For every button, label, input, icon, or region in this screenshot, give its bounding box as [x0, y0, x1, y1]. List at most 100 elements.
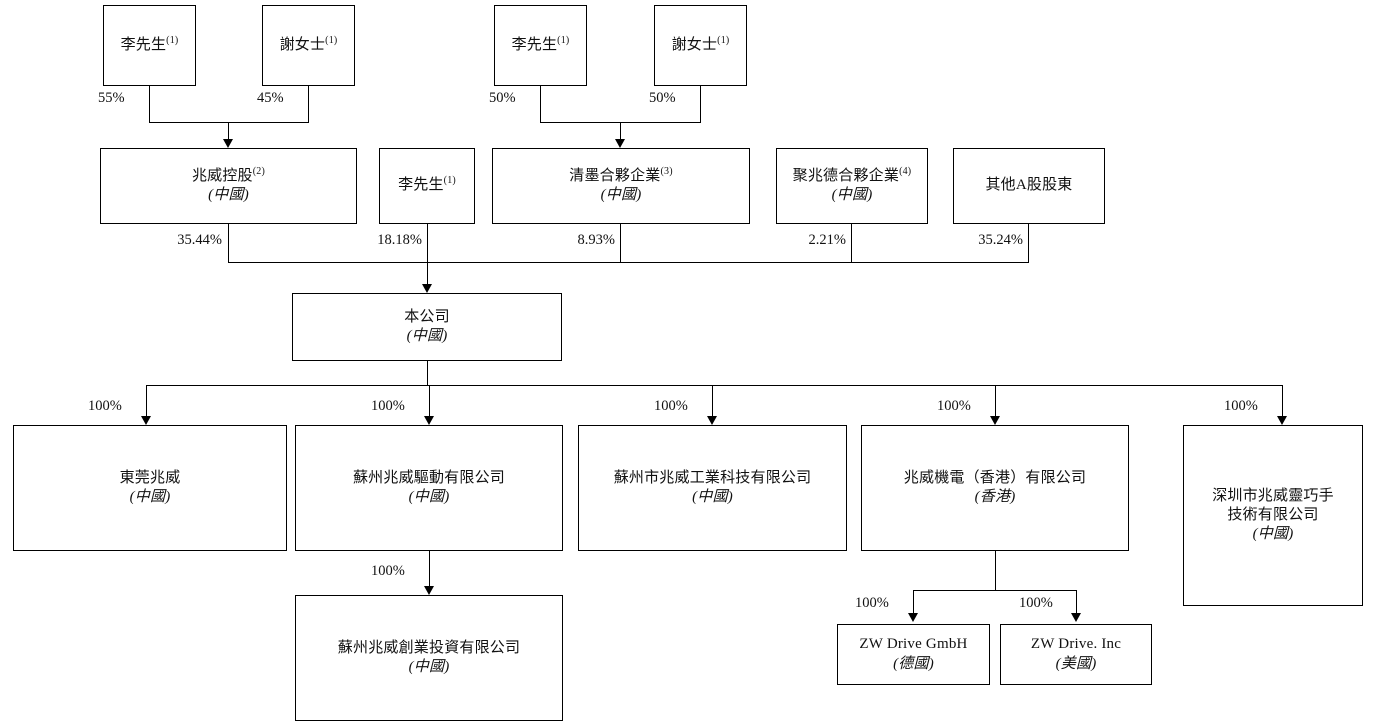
box-subsidiary-zw-drive-gmbh: ZW Drive GmbH (德國): [837, 624, 990, 685]
entity-name: 謝女士(1): [671, 34, 730, 53]
entity-name: 蘇州兆威創業投資有限公司: [337, 639, 521, 656]
entity-jurisdiction: (中國): [408, 659, 450, 675]
arrow-head: [141, 416, 151, 425]
entity-name: 其他A股股東: [985, 177, 1073, 194]
pct-label-zw-drive-gmbh: 100%: [855, 595, 889, 611]
box-subsidiary-zhaowei-hk: 兆威機電（香港）有限公司 (香港): [861, 425, 1129, 551]
box-subsidiary-suzhou-industrial-tech: 蘇州市兆威工業科技有限公司 (中國): [578, 425, 847, 551]
connector-bus: [913, 590, 1077, 591]
entity-jurisdiction: (中國): [208, 187, 249, 203]
footnote-marker: (1): [325, 34, 338, 46]
pct-label-qingmo: 8.93%: [577, 232, 615, 248]
footnote-marker: (1): [717, 34, 730, 46]
box-subsidiary-zw-drive-inc: ZW Drive. Inc (美國): [1000, 624, 1152, 685]
arrow-head: [615, 139, 625, 148]
entity-name: 謝女士(1): [279, 34, 338, 53]
entity-name: ZW Drive GmbH: [859, 636, 968, 653]
connector-line: [429, 551, 430, 588]
box-subsidiary-suzhou-zhaowei-drive: 蘇州兆威驅動有限公司 (中國): [295, 425, 563, 551]
connector-line: [913, 590, 914, 615]
pct-label-mr-li: 18.18%: [377, 232, 422, 248]
entity-name: 東莞兆威: [119, 469, 181, 486]
box-subsidiary-suzhou-venture-invest: 蘇州兆威創業投資有限公司 (中國): [295, 595, 563, 721]
entity-jurisdiction: (香港): [974, 489, 1016, 505]
arrow-head: [1071, 613, 1081, 622]
connector-line: [429, 385, 430, 418]
entity-name: 清墨合夥企業(3): [569, 165, 673, 184]
footnote-marker: (4): [899, 165, 912, 177]
footnote-marker: (3): [660, 165, 673, 177]
entity-jurisdiction: (中國): [692, 489, 733, 505]
pct-label-shenzhen-dexterous: 100%: [1224, 398, 1258, 414]
connector-line: [427, 361, 428, 385]
box-shareholder-zhaowei-holdings: 兆威控股(2) (中國): [100, 148, 357, 224]
pct-label-tier1-left-a: 55%: [98, 90, 125, 106]
pct-label-suzhou-venture-invest: 100%: [371, 563, 405, 579]
arrow-head: [424, 586, 434, 595]
arrow-head: [908, 613, 918, 622]
pct-label-dongguan-zhaowei: 100%: [88, 398, 122, 414]
pct-label-suzhou-drive: 100%: [371, 398, 405, 414]
box-shareholder-other-a-shares: 其他A股股東: [953, 148, 1105, 224]
box-tier1-right-person-b: 謝女士(1): [654, 5, 747, 86]
connector-line: [149, 122, 309, 123]
pct-label-other-a-shares: 35.24%: [978, 232, 1023, 248]
connector-line: [540, 86, 541, 122]
connector-line: [1076, 590, 1077, 615]
entity-jurisdiction: (中國): [408, 489, 450, 505]
arrow-head: [707, 416, 717, 425]
connector-line: [427, 262, 428, 286]
connector-line: [700, 86, 701, 122]
connector-line: [149, 86, 150, 122]
box-tier1-right-person-a: 李先生(1): [494, 5, 587, 86]
footnote-marker: (1): [443, 175, 456, 187]
connector-line: [995, 551, 996, 590]
arrow-head: [424, 416, 434, 425]
entity-name: 聚兆德合夥企業(4): [792, 165, 912, 184]
connector-line: [228, 122, 229, 140]
entity-name: 李先生(1): [398, 175, 456, 194]
entity-name: 兆威控股(2): [191, 165, 266, 184]
arrow-head: [422, 284, 432, 293]
entity-name: 本公司: [404, 308, 450, 325]
footnote-marker: (1): [166, 34, 179, 46]
box-shareholder-mr-li: 李先生(1): [379, 148, 475, 224]
connector-line: [427, 224, 428, 262]
entity-name: 蘇州市兆威工業科技有限公司: [613, 469, 812, 486]
entity-jurisdiction: (美國): [1055, 655, 1097, 672]
entity-name: 李先生(1): [120, 34, 179, 53]
connector-bus: [146, 385, 1282, 386]
entity-name: 深圳市兆威靈巧手 技術有限公司: [1212, 487, 1334, 523]
connector-line: [228, 224, 229, 262]
entity-jurisdiction: (德國): [893, 655, 934, 672]
pct-label-zhaowei-holdings: 35.44%: [177, 232, 222, 248]
box-subsidiary-shenzhen-dexterous-hand: 深圳市兆威靈巧手 技術有限公司 (中國): [1183, 425, 1363, 606]
footnote-marker: (1): [557, 34, 570, 46]
entity-name: 李先生(1): [511, 34, 570, 53]
pct-label-zw-drive-inc: 100%: [1019, 595, 1053, 611]
box-shareholder-qingmo-partnership: 清墨合夥企業(3) (中國): [492, 148, 750, 224]
connector-line: [851, 224, 852, 262]
footnote-marker: (2): [252, 165, 266, 177]
connector-line: [308, 86, 309, 122]
entity-jurisdiction: (中國): [129, 489, 171, 505]
connector-line: [620, 122, 621, 140]
pct-label-tier1-right-a: 50%: [489, 90, 516, 106]
entity-name: 兆威機電（香港）有限公司: [903, 469, 1087, 486]
entity-jurisdiction: (中國): [1252, 526, 1294, 543]
box-tier1-left-person-b: 謝女士(1): [262, 5, 355, 86]
entity-name: ZW Drive. Inc: [1030, 636, 1122, 653]
entity-name: 蘇州兆威驅動有限公司: [352, 469, 505, 486]
pct-label-tier1-right-b: 50%: [649, 90, 676, 106]
entity-jurisdiction: (中國): [406, 328, 448, 344]
connector-line: [1028, 224, 1029, 262]
connector-line: [712, 385, 713, 418]
arrow-head: [990, 416, 1000, 425]
pct-label-tier1-left-b: 45%: [257, 90, 284, 106]
pct-label-suzhou-industrial: 100%: [654, 398, 688, 414]
box-the-company: 本公司 (中國): [292, 293, 562, 361]
box-shareholder-juzhaode-partnership: 聚兆德合夥企業(4) (中國): [776, 148, 928, 224]
connector-line: [1282, 385, 1283, 418]
connector-line: [620, 224, 621, 262]
